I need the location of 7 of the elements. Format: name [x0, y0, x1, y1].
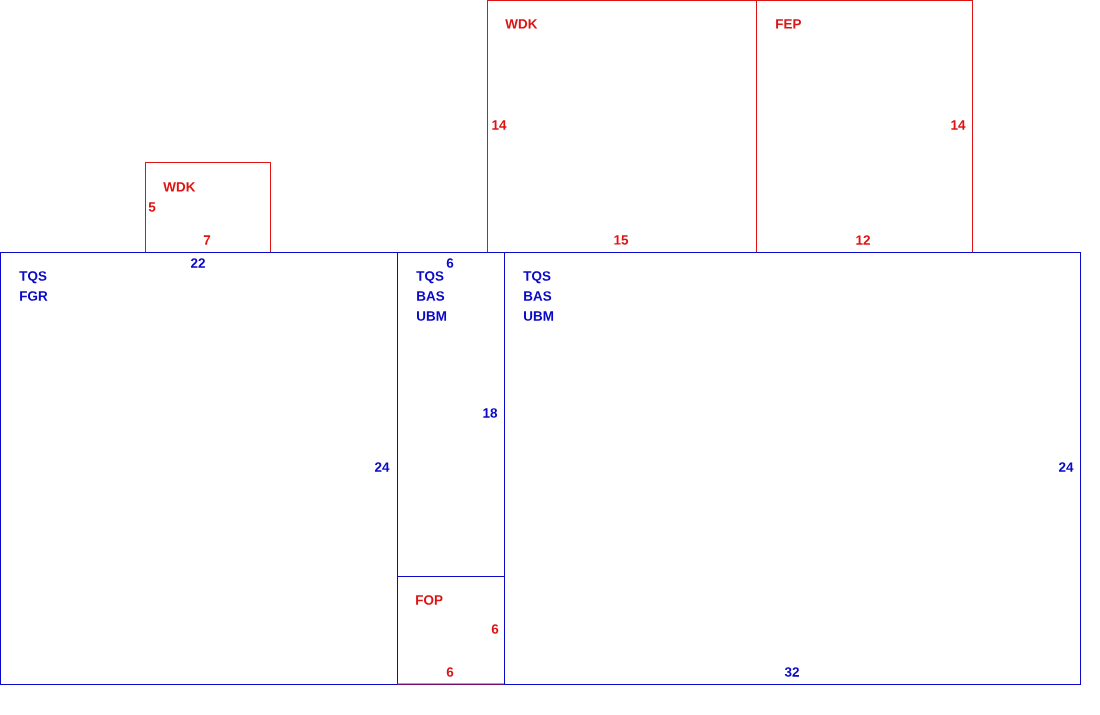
room-box: FOP 6 6	[396, 576, 505, 685]
room-box: FEP 14 12	[756, 0, 973, 253]
room-box: TQS FGR 22 24	[0, 252, 398, 685]
room-box: WDK 5 7	[145, 162, 271, 253]
room-box: TQS BAS UBM 24 32	[504, 252, 1081, 685]
room-box: TQS BAS UBM 6 18	[397, 252, 505, 577]
room-box: WDK 14 15	[487, 0, 757, 253]
